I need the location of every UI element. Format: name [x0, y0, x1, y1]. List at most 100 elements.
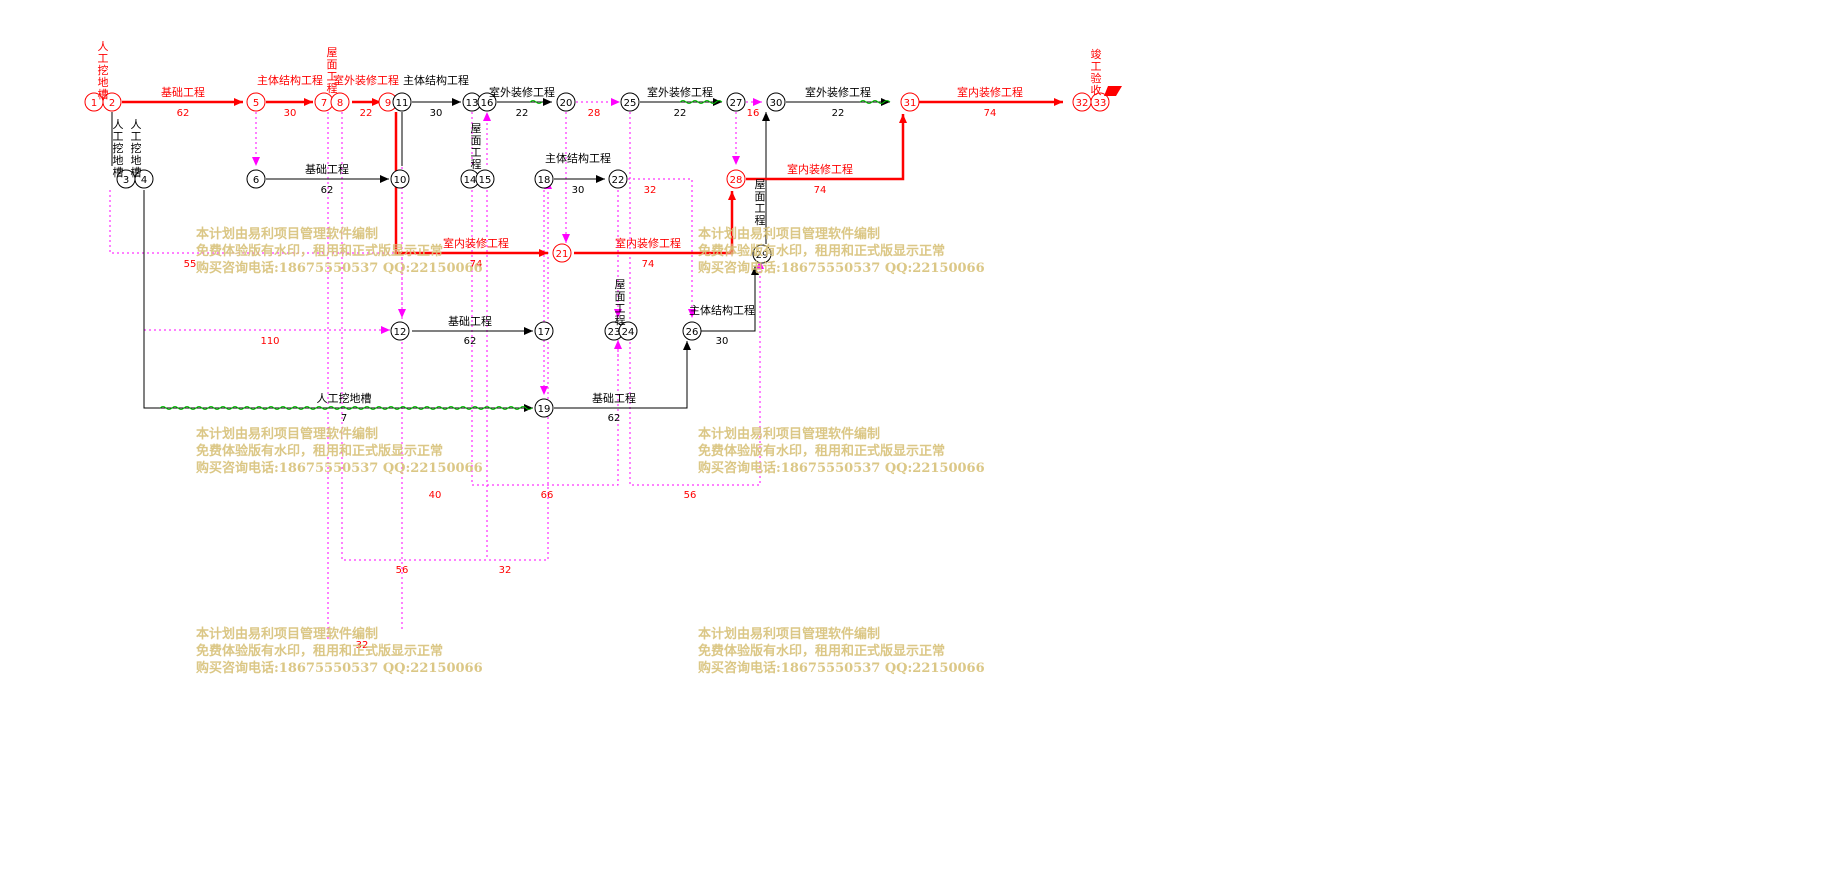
label-2-5: 基础工程: [161, 86, 205, 99]
node-label-23: 23: [608, 327, 621, 338]
node-16: [477, 92, 497, 112]
dur-22-26: 32: [644, 185, 657, 196]
dur-9-21: 74: [470, 259, 483, 270]
label-16-20: 室外装修工程: [489, 85, 555, 99]
node-label-12: 12: [394, 327, 407, 338]
node-label-5: 5: [253, 98, 259, 109]
node-label-22: 22: [612, 175, 625, 186]
node-12: [390, 321, 410, 341]
watermark-5: 本计划由易利项目管理软件编制免费体验版有水印，租用和正式版显示正常购买咨询电话:…: [196, 627, 483, 676]
node-label-9: 9: [385, 98, 391, 109]
dur-26-29: 30: [716, 336, 729, 347]
node-2: [102, 92, 122, 112]
label-18-22: 主体结构工程: [545, 151, 611, 165]
node-label-13: 13: [466, 98, 479, 109]
node-label-10: 10: [394, 175, 407, 186]
activity-labels: 基础工程 62 主体结构工程 30 室外装修工程 22 主体结构工程 30 室外…: [161, 73, 1023, 651]
vlabel-29-30: 屋面工程: [755, 178, 766, 227]
label-12-17: 基础工程: [448, 315, 492, 328]
crit-21-28: [574, 191, 736, 255]
node-label-6: 6: [253, 175, 259, 186]
node-label-15: 15: [479, 175, 492, 186]
node-label-25: 25: [624, 98, 637, 109]
node-15: [475, 169, 495, 189]
node-24: [618, 321, 638, 341]
dummy-25-col: [629, 112, 764, 486]
label-5-7: 主体结构工程: [257, 73, 323, 87]
vlabel-2-3: 人工挖地槽: [113, 118, 124, 179]
node-label-8: 8: [337, 98, 343, 109]
dur-31-32: 74: [984, 108, 997, 119]
label-8-9: 室外装修工程: [333, 73, 399, 87]
dur-12-17: 62: [464, 336, 477, 347]
wave-4-19: [159, 406, 533, 410]
node-label-14: 14: [464, 175, 477, 186]
node-30: [766, 92, 786, 112]
dur-6-10: 62: [321, 185, 334, 196]
node-label-32: 32: [1076, 98, 1089, 109]
node-label-11: 11: [396, 98, 409, 109]
dur-8-9: 22: [360, 108, 373, 119]
node-4: [134, 169, 154, 189]
node-label-2: 2: [109, 98, 115, 109]
label-30-31: 室外装修工程: [805, 85, 871, 99]
crit-28-31: [746, 114, 907, 181]
vlabel-1-2: 人工挖地槽: [98, 40, 109, 101]
dur-18-22: 30: [572, 185, 585, 196]
line-19-26: [554, 341, 691, 409]
dur-27-30: 16: [747, 108, 760, 119]
node-22: [608, 169, 628, 189]
dur-5-7: 30: [284, 108, 297, 119]
node-26: [682, 321, 702, 341]
dur-30-31: 22: [832, 108, 845, 119]
node-label-29: 29: [756, 250, 769, 261]
watermark-6: 本计划由易利项目管理软件编制免费体验版有水印，租用和正式版显示正常购买咨询电话:…: [698, 627, 985, 676]
node-8: [330, 92, 350, 112]
node-label-21: 21: [556, 249, 569, 260]
node-label-18: 18: [538, 175, 551, 186]
dummy-3-down: [109, 190, 396, 254]
dur-11-13: 30: [430, 108, 443, 119]
dur-21-28: 74: [642, 259, 655, 270]
node-label-16: 16: [481, 98, 494, 109]
node-label-1: 1: [91, 98, 97, 109]
label-11-13: 主体结构工程: [403, 73, 469, 87]
vlabel-3-4: 人工挖地槽: [131, 118, 142, 179]
dur-16-20: 22: [516, 108, 529, 119]
dur-20-25: 28: [588, 108, 601, 119]
dur-32b: 32: [499, 565, 512, 576]
node-label-31: 31: [904, 98, 917, 109]
free-float-waves: [159, 100, 891, 410]
label-4-19: 人工挖地槽: [317, 391, 372, 405]
dur-4-19: 7: [341, 413, 347, 424]
node-label-30: 30: [770, 98, 783, 109]
wave-16-20: [529, 100, 543, 104]
node-6: [246, 169, 266, 189]
finish-flag-icon: [1104, 86, 1122, 96]
dur-55: 55: [184, 259, 197, 270]
line-4-19: [143, 190, 533, 412]
node-label-19: 19: [538, 404, 551, 415]
node-label-20: 20: [560, 98, 573, 109]
node-label-33: 33: [1094, 98, 1107, 109]
node-10: [390, 169, 410, 189]
dur-40: 40: [429, 490, 442, 501]
label-6-10: 基础工程: [305, 163, 349, 176]
dur-28-31: 74: [814, 185, 827, 196]
node-label-7: 7: [321, 98, 327, 109]
dur-110: 110: [260, 336, 279, 347]
dur-19-26: 62: [608, 413, 621, 424]
node-5: [246, 92, 266, 112]
dur-66: 66: [541, 490, 554, 501]
node-label-4: 4: [141, 175, 147, 186]
node-33: [1090, 92, 1110, 112]
node-27: [726, 92, 746, 112]
vlabel-23-24: 屋面工程: [615, 278, 626, 327]
vlabel-32-33: 竣工验收: [1091, 47, 1102, 97]
node-label-28: 28: [730, 175, 743, 186]
node-31: [900, 92, 920, 112]
dur-56b: 56: [684, 490, 697, 501]
watermark-4: 本计划由易利项目管理软件编制免费体验版有水印，租用和正式版显示正常购买咨询电话:…: [698, 427, 985, 476]
